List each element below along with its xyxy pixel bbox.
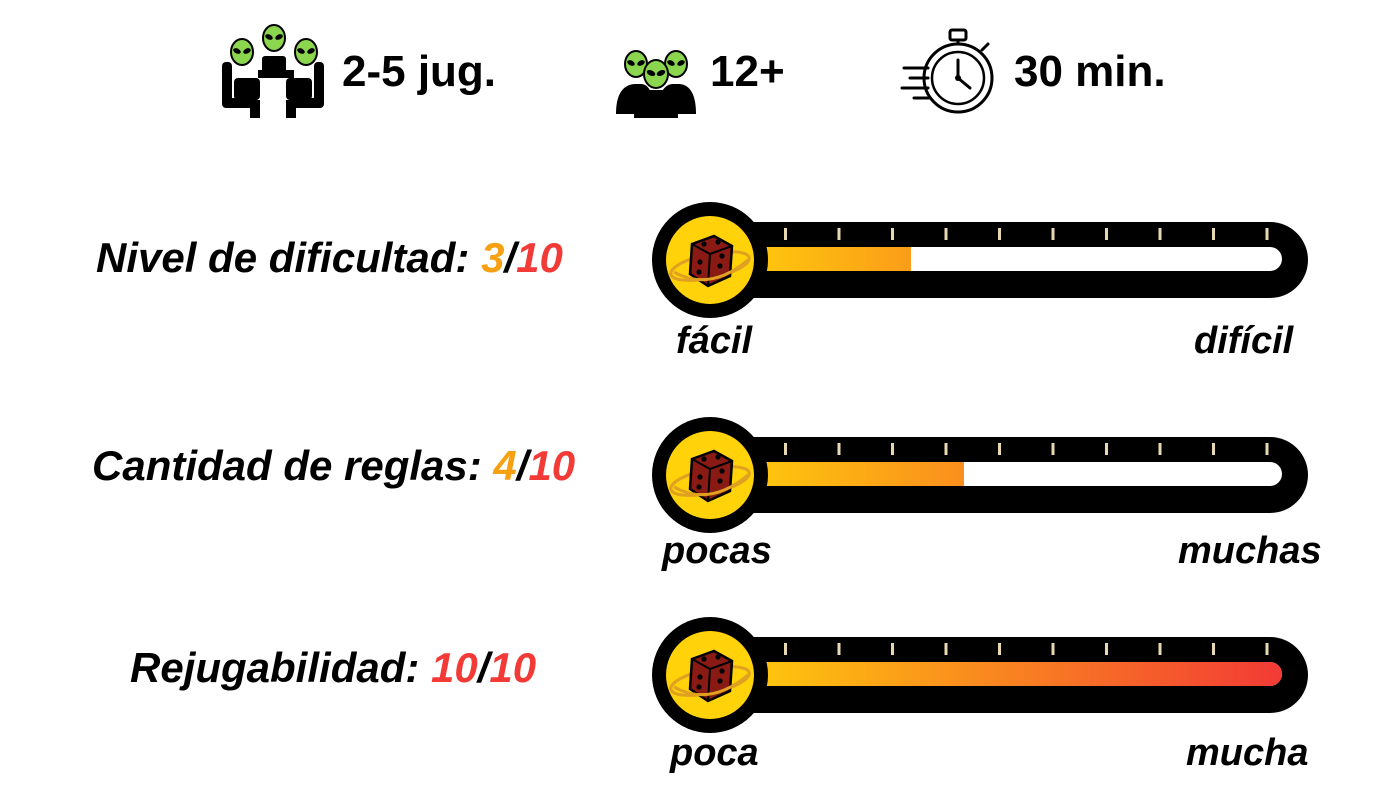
gauge-svg — [652, 617, 1308, 733]
gauge-tick — [1212, 443, 1215, 455]
gauge-tick — [944, 443, 948, 455]
gauge-svg — [652, 202, 1308, 318]
aliens-at-table-icon — [222, 24, 324, 118]
gauge-tick — [891, 643, 894, 655]
gauge-svg — [652, 417, 1308, 533]
difficulty-min-label: fácil — [676, 320, 753, 362]
rules-max: 10 — [528, 442, 576, 489]
alien-group-icon — [616, 50, 696, 118]
gauge-tick — [1051, 443, 1055, 455]
replayability-max-label: mucha — [1186, 732, 1309, 774]
rules-label: Cantidad de reglas: 4/10 — [92, 442, 575, 490]
gauge-tick — [837, 443, 841, 455]
replayability-title: Rejugabilidad: — [130, 644, 432, 691]
dice-icon — [669, 649, 751, 703]
difficulty-max: 10 — [516, 234, 563, 281]
gauge-tick — [1212, 643, 1215, 655]
time-label: 30 min. — [1014, 47, 1166, 96]
gauge-tick — [891, 443, 894, 455]
gauge-tick — [998, 443, 1001, 455]
gauge-tick — [1265, 443, 1269, 455]
rules-score: 4 — [493, 442, 517, 489]
gauge-tick — [1105, 643, 1108, 655]
gauge-tick — [1051, 228, 1055, 240]
gauge-tick — [1158, 228, 1162, 240]
gauge-tick — [1105, 228, 1108, 240]
dice-icon — [669, 234, 751, 288]
rules-title: Cantidad de reglas: — [92, 442, 494, 489]
difficulty-gauge — [652, 200, 1312, 320]
rules-gauge — [652, 415, 1312, 535]
players-stat: 2-5 jug. — [218, 22, 496, 122]
age-label: 12+ — [710, 47, 785, 96]
gauge-tick — [1051, 643, 1055, 655]
gauge-fill — [712, 462, 964, 486]
gauge-tick — [1265, 643, 1269, 655]
gauge-tick — [891, 228, 894, 240]
gauge-tick — [944, 643, 948, 655]
rules-min-label: pocas — [662, 530, 772, 572]
replayability-score: 10 — [431, 644, 478, 691]
time-stat: 30 min. — [898, 22, 1166, 122]
gauge-tick — [944, 228, 948, 240]
gauge-tick — [998, 643, 1001, 655]
gauge-tick — [1158, 643, 1162, 655]
players-label: 2-5 jug. — [342, 47, 497, 96]
replayability-max: 10 — [489, 644, 537, 691]
difficulty-slash: / — [504, 234, 517, 281]
gauge-tick — [784, 443, 787, 455]
gauge-tick — [784, 643, 787, 655]
gauge-tick — [998, 228, 1001, 240]
replayability-gauge — [652, 615, 1312, 735]
difficulty-label: Nivel de dificultad: 3/10 — [96, 234, 563, 282]
replayability-min-label: poca — [670, 732, 759, 774]
gauge-tick — [837, 228, 841, 240]
gauge-tick — [1212, 228, 1215, 240]
age-stat: 12+ — [614, 22, 785, 122]
gauge-tick — [1105, 443, 1108, 455]
replayability-slash: / — [477, 644, 490, 691]
gauge-tick — [784, 228, 787, 240]
rules-slash: / — [516, 442, 529, 489]
gauge-tick — [1158, 443, 1162, 455]
gauge-tick — [837, 643, 841, 655]
difficulty-max-label: difícil — [1194, 320, 1294, 362]
difficulty-score: 3 — [481, 234, 505, 281]
difficulty-title: Nivel de dificultad: — [96, 234, 482, 281]
gauge-fill — [712, 662, 1282, 686]
replayability-label: Rejugabilidad: 10/10 — [130, 644, 536, 692]
stopwatch-icon — [900, 28, 994, 114]
gauge-tick — [1265, 228, 1269, 240]
dice-icon — [669, 449, 751, 503]
rules-max-label: muchas — [1178, 530, 1322, 572]
